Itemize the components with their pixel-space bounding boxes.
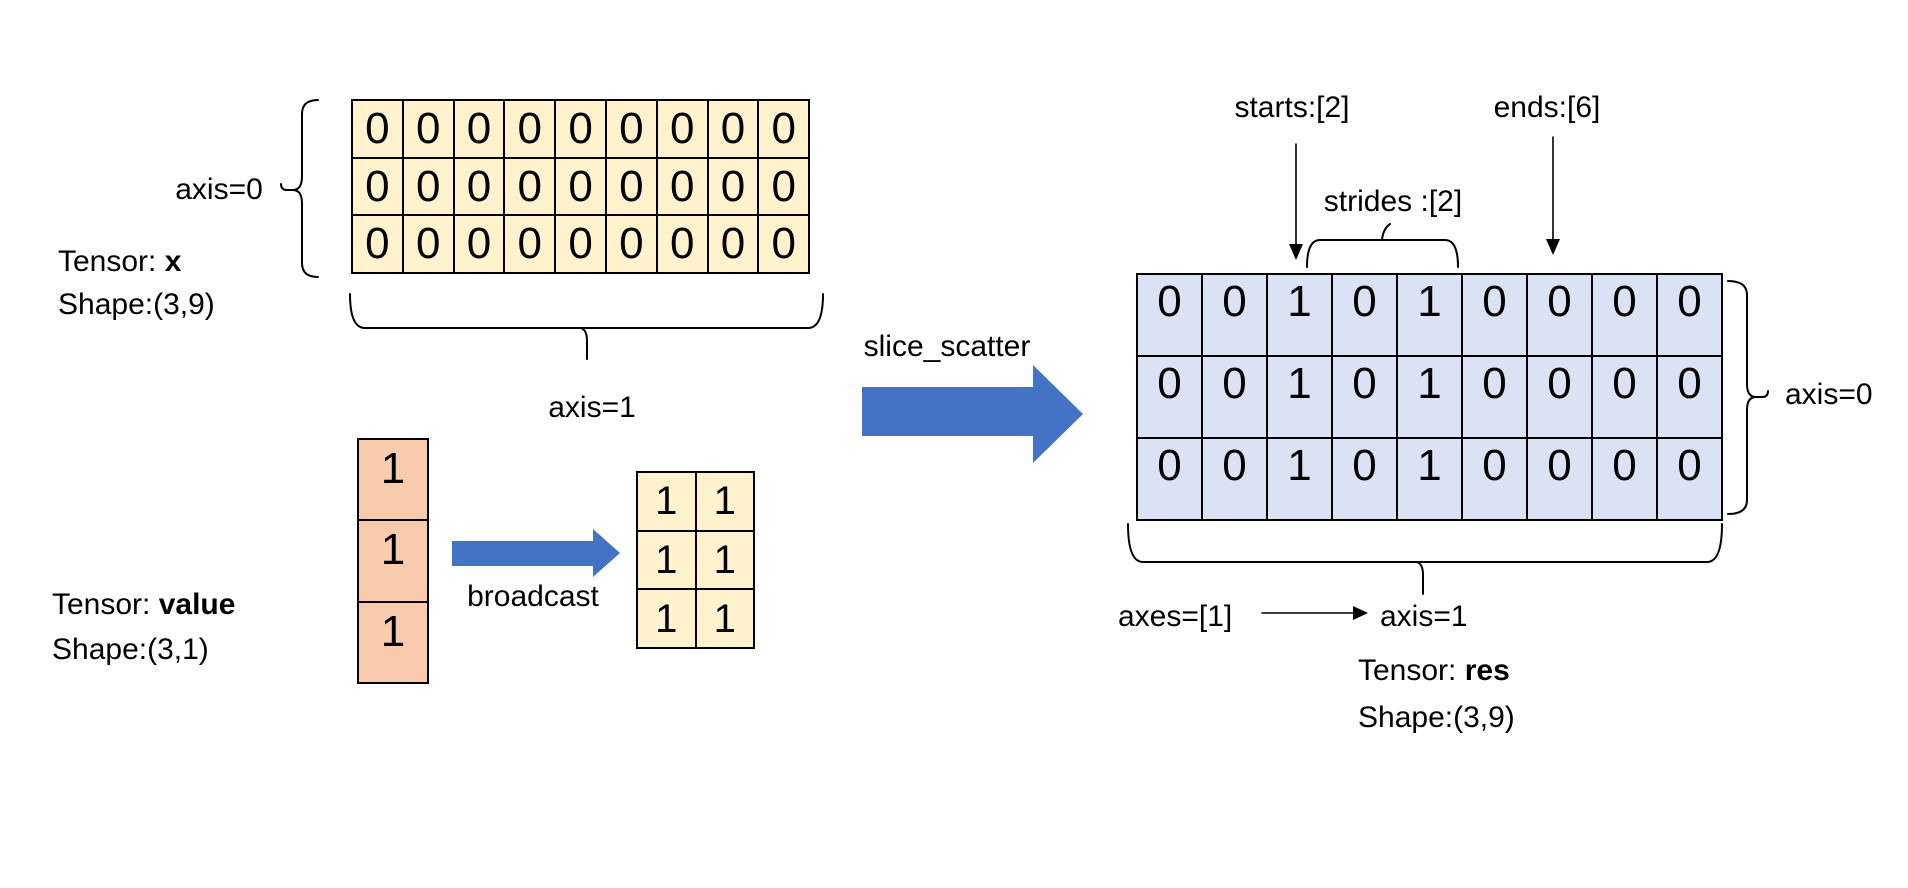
grid-cell: 0 [1527,356,1592,438]
slice-scatter-arrow [862,365,1083,463]
grid-cell: 0 [1592,438,1657,520]
grid-cell: 0 [605,215,657,274]
tensor-res-axis0-label: axis=0 [1785,378,1873,411]
starts-label: starts:[2] [1234,91,1350,124]
slice-scatter-label: slice_scatter [863,330,1031,363]
grid-cell: 0 [1657,356,1722,438]
grid-cell: 0 [605,157,657,216]
tensor-value-title: Tensor: value [52,588,235,622]
grid-cell: 0 [1332,438,1397,520]
grid-cell: 0 [1202,438,1267,520]
tensor-res-title: Tensor: res [1358,654,1510,688]
grid-cell: 0 [1202,356,1267,438]
tensor-x-axis1-brace [349,293,824,360]
tensor-x-axis1-label: axis=1 [548,391,636,424]
grid-cell: 0 [352,215,403,274]
grid-cell: 0 [555,215,606,274]
tensor-value-title-prefix: Tensor: [52,588,159,621]
tensor-value-shape: Shape:(3,1) [52,633,209,666]
tensor-x-axis0-label: axis=0 [175,173,263,206]
grid-cell: 0 [707,215,759,274]
grid-cell: 1 [1397,438,1462,520]
grid-cell: 0 [352,100,403,158]
grid-cell: 1 [637,472,696,531]
tensor-x-axis0-brace [280,99,319,278]
tensor-res-shape: Shape:(3,9) [1358,701,1515,734]
tensor-x-title-name: x [164,245,182,278]
grid-cell: 0 [656,215,708,274]
grid-cell: 0 [1137,438,1202,520]
grid-cell: 0 [1332,356,1397,438]
grid-cell: 1 [1267,274,1332,356]
grid-cell: 0 [1137,356,1202,438]
tensor-x-title-prefix: Tensor: [58,245,165,278]
grid-cell: 0 [504,215,556,274]
strides-label: strides :[2] [1323,185,1463,218]
grid-cell: 0 [656,157,708,216]
grid-cell: 0 [555,157,606,216]
tensor-res-axes-label: axes=[1] [1118,600,1233,633]
ends-label: ends:[6] [1493,91,1601,124]
axes-to-axis-arrowhead [1353,606,1368,620]
grid-cell: 1 [1397,274,1462,356]
grid-cell: 0 [1332,274,1397,356]
grid-cell: 1 [695,530,754,590]
starts-arrowhead [1289,244,1303,260]
grid-cell: 0 [402,215,454,274]
grid-cell: 1 [358,439,428,521]
grid-cell: 0 [1137,274,1202,356]
grid-cell: 0 [402,157,454,216]
grid-cell: 0 [1657,438,1722,520]
grid-cell: 0 [504,157,556,216]
tensor-value-title-name: value [158,588,236,621]
tensor-x-title: Tensor: x [58,245,181,279]
grid-cell: 0 [656,100,708,158]
tensor-res-title-prefix: Tensor: [1358,654,1465,687]
grid-cell: 0 [555,100,606,158]
grid-cell: 0 [1527,274,1592,356]
grid-cell: 0 [453,215,505,274]
grid-cell: 1 [1397,356,1462,438]
grid-cell: 1 [637,589,696,649]
grid-cell: 0 [1462,356,1527,438]
grid-cell: 0 [1202,274,1267,356]
grid-cell: 1 [695,472,754,531]
grid-cell: 0 [1462,438,1527,520]
grid-cell: 1 [1267,356,1332,438]
grid-cell: 0 [453,100,505,158]
strides-brace [1306,223,1459,268]
grid-cell: 0 [1462,274,1527,356]
tensor-x-shape: Shape:(3,9) [58,288,215,321]
grid-cell: 0 [758,215,810,274]
broadcast-label: broadcast [467,580,599,613]
grid-cell: 0 [1592,356,1657,438]
grid-cell: 0 [605,100,657,158]
grid-cell: 0 [352,157,403,216]
grid-cell: 0 [402,100,454,158]
tensor-res-axis1-brace [1127,523,1723,595]
broadcast-arrow [452,529,620,577]
grid-cell: 1 [1267,438,1332,520]
grid-cell: 1 [695,589,754,649]
grid-cell: 0 [504,100,556,158]
ends-arrowhead [1546,239,1560,255]
grid-cell: 1 [358,601,428,684]
grid-cell: 0 [453,157,505,216]
grid-cell: 1 [637,530,696,590]
grid-cell: 0 [1592,274,1657,356]
grid-cell: 0 [1527,438,1592,520]
grid-cell: 0 [707,157,759,216]
grid-cell: 0 [1657,274,1722,356]
tensor-res-axis1-label: axis=1 [1380,600,1468,633]
grid-cell: 0 [758,100,810,158]
tensor-res-axis0-brace [1727,280,1769,515]
tensor-res-title-name: res [1464,654,1510,687]
grid-cell: 1 [358,520,428,602]
grid-cell: 0 [707,100,759,158]
grid-cell: 0 [758,157,810,216]
